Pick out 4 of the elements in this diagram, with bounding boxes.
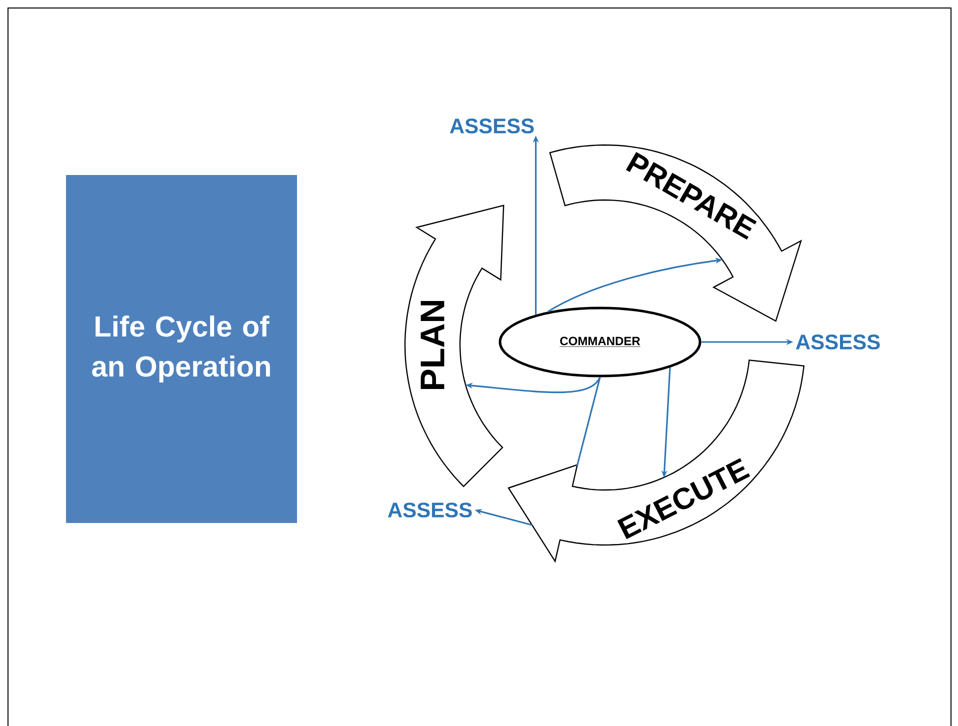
- title-box: Life Cycle of an Operation: [66, 175, 297, 523]
- assess-label: ASSESS: [388, 502, 472, 518]
- assess-label: ASSESS: [450, 118, 534, 134]
- assess-label: ASSESS: [796, 334, 880, 350]
